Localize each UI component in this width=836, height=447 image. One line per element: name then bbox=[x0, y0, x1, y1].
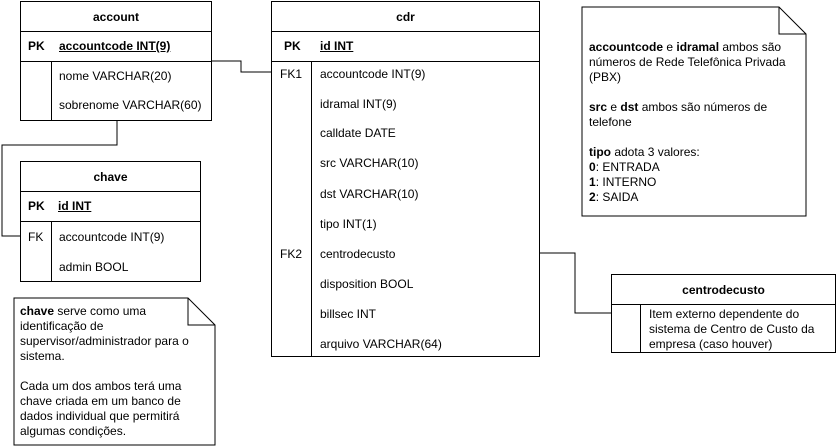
cdr-fk1-label: FK1 bbox=[280, 67, 303, 81]
note-right-line: 1: INTERNO bbox=[589, 175, 804, 190]
cdr-field-centrodecusto: centrodecusto bbox=[320, 247, 396, 261]
chave-fk-label: FK bbox=[28, 230, 44, 244]
cdr-to-centrodecusto-connector bbox=[539, 252, 611, 314]
note-right-line: telefone bbox=[589, 115, 632, 129]
note-left-line: algumas condições. bbox=[20, 424, 127, 438]
option-number: 1 bbox=[589, 175, 596, 189]
account-table-title: account bbox=[21, 2, 211, 32]
option-number: 0 bbox=[589, 160, 596, 174]
note-right-line: números de Rede Telefônica Privada bbox=[589, 55, 786, 69]
cdr-field-calldate: calldate DATE bbox=[320, 126, 396, 140]
account-field-nome: nome VARCHAR(20) bbox=[59, 69, 172, 83]
option-text: : ENTRADA bbox=[595, 160, 660, 174]
note-left-line: Cada um dos ambos terá uma bbox=[20, 379, 182, 393]
note-right-text: accountcode e idramal ambos são números … bbox=[589, 40, 804, 205]
account-to-chave-connector bbox=[1, 121, 118, 237]
option-number: 2 bbox=[589, 190, 596, 204]
cdr-field-arquivo: arquivo VARCHAR(64) bbox=[320, 337, 442, 351]
chave-pk-row: PK id INT bbox=[21, 191, 200, 222]
chave-table[interactable]: chave PK id INT FK accountcode INT(9) ad… bbox=[20, 161, 201, 282]
note-left-line: chave serve como uma bbox=[20, 304, 215, 319]
option-text: : SAIDA bbox=[595, 190, 639, 204]
cdr-pk-field: id INT bbox=[320, 39, 354, 53]
note-left-line: supervisor/administrador para o bbox=[20, 334, 189, 348]
note-right-line: (PBX) bbox=[589, 70, 622, 84]
account-table[interactable]: account PK accountcode INT(9) nome VARCH… bbox=[20, 1, 212, 121]
cdr-divider bbox=[311, 62, 312, 356]
option-text: : INTERNO bbox=[595, 175, 657, 189]
note-left-line: identificação de bbox=[20, 319, 104, 333]
chave-pk-label: PK bbox=[28, 199, 45, 213]
note-left-line: sistema. bbox=[20, 349, 65, 363]
note-left-text: chave serve como uma identificação de su… bbox=[20, 304, 215, 439]
note-text: ambos são bbox=[719, 40, 782, 54]
chave-field-accountcode: accountcode INT(9) bbox=[59, 230, 165, 244]
note-term: accountcode bbox=[589, 40, 664, 54]
account-divider bbox=[51, 62, 52, 120]
centrodecusto-desc-line: sistema de Centro de Custo da bbox=[649, 322, 815, 336]
cdr-table-title: cdr bbox=[272, 2, 539, 32]
note-term: idramal bbox=[676, 40, 720, 54]
cdr-pk-row: PK id INT bbox=[272, 31, 539, 62]
note-right-line: tipo adota 3 valores: bbox=[589, 145, 804, 160]
note-text: e bbox=[607, 100, 621, 114]
cdr-field-src: src VARCHAR(10) bbox=[320, 156, 419, 170]
chave-table-title: chave bbox=[21, 162, 200, 192]
note-term: src bbox=[589, 100, 608, 114]
account-pk-row: PK accountcode INT(9) bbox=[21, 31, 211, 62]
note-left-line: chave criada em um banco de bbox=[20, 394, 181, 408]
cdr-pk-label: PK bbox=[284, 39, 301, 53]
cdr-field-tipo: tipo INT(1) bbox=[320, 217, 377, 231]
centrodecusto-desc-line: Item externo dependente do bbox=[649, 307, 800, 321]
centrodecusto-table[interactable]: centrodecusto Item externo dependente do… bbox=[611, 274, 836, 353]
centrodecusto-desc-line: empresa (caso houver) bbox=[649, 337, 773, 351]
centrodecusto-description: Item externo dependente do sistema de Ce… bbox=[649, 307, 814, 352]
cdr-fk2-label: FK2 bbox=[280, 247, 303, 261]
cdr-table[interactable]: cdr PK id INT FK1 FK2 accountcode INT(9)… bbox=[271, 1, 540, 357]
cdr-field-disposition: disposition BOOL bbox=[320, 277, 414, 291]
account-to-cdr-connector bbox=[211, 60, 271, 73]
chave-divider bbox=[51, 222, 52, 281]
account-pk-label: PK bbox=[28, 39, 45, 53]
account-pk-field: accountcode INT(9) bbox=[59, 39, 171, 53]
note-right-line: accountcode e idramal ambos são bbox=[589, 40, 804, 55]
cdr-field-dst: dst VARCHAR(10) bbox=[320, 187, 419, 201]
note-text: serve como uma bbox=[54, 304, 147, 318]
note-term: dst bbox=[620, 100, 639, 114]
cdr-field-billsec: billsec INT bbox=[320, 307, 377, 321]
cdr-field-accountcode: accountcode INT(9) bbox=[320, 67, 426, 81]
cdr-field-idramal: idramal INT(9) bbox=[320, 97, 397, 111]
note-text: adota 3 valores: bbox=[611, 145, 700, 159]
note-text: e bbox=[663, 40, 677, 54]
chave-field-admin: admin BOOL bbox=[59, 260, 129, 274]
note-term: chave bbox=[20, 304, 55, 318]
note-term: tipo bbox=[589, 145, 611, 159]
note-right-line: 0: ENTRADA bbox=[589, 160, 804, 175]
note-right-line: src e dst ambos são números de bbox=[589, 100, 804, 115]
note-text: ambos são números de bbox=[638, 100, 768, 114]
note-left-line: dados individual que permitirá bbox=[20, 409, 180, 423]
note-right-line: 2: SAIDA bbox=[589, 190, 804, 205]
centrodecusto-table-title: centrodecusto bbox=[612, 275, 835, 305]
centrodecusto-divider bbox=[640, 304, 641, 352]
chave-pk-field: id INT bbox=[58, 199, 92, 213]
account-field-sobrenome: sobrenome VARCHAR(60) bbox=[59, 98, 202, 112]
